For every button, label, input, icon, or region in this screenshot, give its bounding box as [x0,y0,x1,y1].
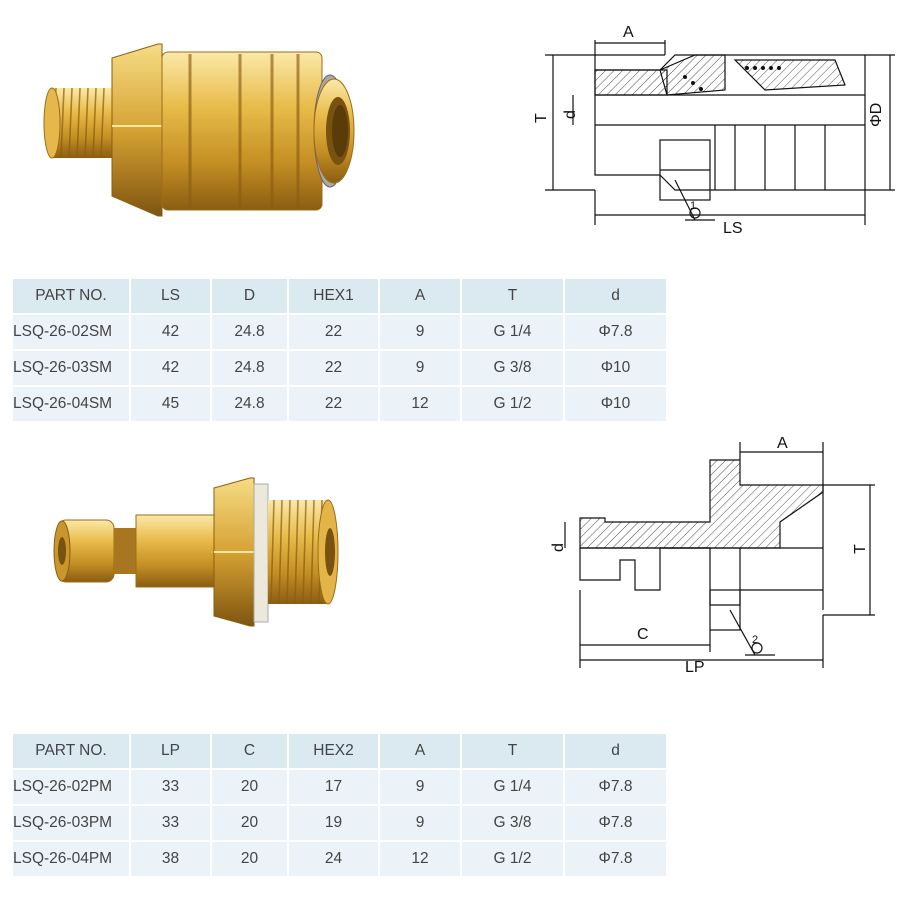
header-a: A [380,734,460,768]
socket-dim-hex: 1 [690,200,696,212]
plug-dim-c: C [637,626,649,643]
plug-technical-drawing: A d T C LP 2 [535,430,885,675]
socket-dim-t: T [533,113,550,123]
cell-c: 20 [212,806,287,840]
plug-dim-d-small: d [550,543,567,552]
cell-c: 20 [212,842,287,876]
cell-t: G 1/4 [462,315,563,349]
table-row: LSQ-26-03PM 33 20 19 9 G 3/8 Φ7.8 [13,806,666,840]
cell-lp: 38 [131,842,210,876]
socket-spec-table: PART NO. LS D HEX1 A T d LSQ-26-02SM 42 … [11,277,668,423]
cell-a: 9 [380,351,460,385]
plug-dim-t: T [852,544,869,554]
header-hex2: HEX2 [289,734,378,768]
table-header-row: PART NO. LS D HEX1 A T d [13,279,666,313]
cell-hex1: 22 [289,387,378,421]
header-d-small: d [565,279,666,313]
cell-d: 24.8 [212,387,287,421]
cell-t: G 1/2 [462,842,563,876]
header-t: T [462,734,563,768]
header-lp: LP [131,734,210,768]
socket-photo [40,30,370,240]
header-d: D [212,279,287,313]
cell-part-no: LSQ-26-03SM [13,351,129,385]
socket-technical-drawing: A T d ΦD LS 1 [525,15,905,245]
cell-hex2: 17 [289,770,378,804]
cell-ls: 45 [131,387,210,421]
cell-d-small: Φ7.8 [565,770,666,804]
cell-a: 9 [380,315,460,349]
table-row: LSQ-26-02PM 33 20 17 9 G 1/4 Φ7.8 [13,770,666,804]
cell-c: 20 [212,770,287,804]
socket-dim-ls: LS [723,220,743,237]
cell-t: G 1/4 [462,770,563,804]
cell-hex1: 22 [289,315,378,349]
cell-d: 24.8 [212,351,287,385]
cell-t: G 3/8 [462,806,563,840]
cell-d-small: Φ10 [565,387,666,421]
plug-dim-hex: 2 [752,634,758,646]
socket-dim-d-small: d [562,110,579,119]
cell-ls: 42 [131,351,210,385]
cell-part-no: LSQ-26-04SM [13,387,129,421]
cell-t: G 1/2 [462,387,563,421]
header-ls: LS [131,279,210,313]
cell-a: 12 [380,842,460,876]
cell-part-no: LSQ-26-04PM [13,842,129,876]
socket-dim-a: A [623,24,634,41]
plug-dim-a: A [777,435,788,452]
header-part-no: PART NO. [13,279,129,313]
cell-d-small: Φ7.8 [565,315,666,349]
table-row: LSQ-26-04PM 38 20 24 12 G 1/2 Φ7.8 [13,842,666,876]
cell-hex1: 22 [289,351,378,385]
cell-lp: 33 [131,770,210,804]
table-row: LSQ-26-03SM 42 24.8 22 9 G 3/8 Φ10 [13,351,666,385]
cell-lp: 33 [131,806,210,840]
header-part-no: PART NO. [13,734,129,768]
header-t: T [462,279,563,313]
table-header-row: PART NO. LP C HEX2 A T d [13,734,666,768]
header-a: A [380,279,460,313]
cell-part-no: LSQ-26-03PM [13,806,129,840]
cell-d-small: Φ7.8 [565,806,666,840]
cell-d: 24.8 [212,315,287,349]
plug-photo [50,470,350,640]
cell-a: 12 [380,387,460,421]
socket-dim-d-big: ΦD [868,103,885,127]
cell-hex2: 24 [289,842,378,876]
header-hex1: HEX1 [289,279,378,313]
cell-a: 9 [380,806,460,840]
cell-d-small: Φ10 [565,351,666,385]
cell-hex2: 19 [289,806,378,840]
header-c: C [212,734,287,768]
cell-a: 9 [380,770,460,804]
table-row: LSQ-26-04SM 45 24.8 22 12 G 1/2 Φ10 [13,387,666,421]
cell-ls: 42 [131,315,210,349]
header-d-small: d [565,734,666,768]
cell-part-no: LSQ-26-02PM [13,770,129,804]
cell-part-no: LSQ-26-02SM [13,315,129,349]
table-row: LSQ-26-02SM 42 24.8 22 9 G 1/4 Φ7.8 [13,315,666,349]
plug-spec-table: PART NO. LP C HEX2 A T d LSQ-26-02PM 33 … [11,732,668,878]
cell-d-small: Φ7.8 [565,842,666,876]
plug-dim-lp: LP [685,659,705,675]
cell-t: G 3/8 [462,351,563,385]
